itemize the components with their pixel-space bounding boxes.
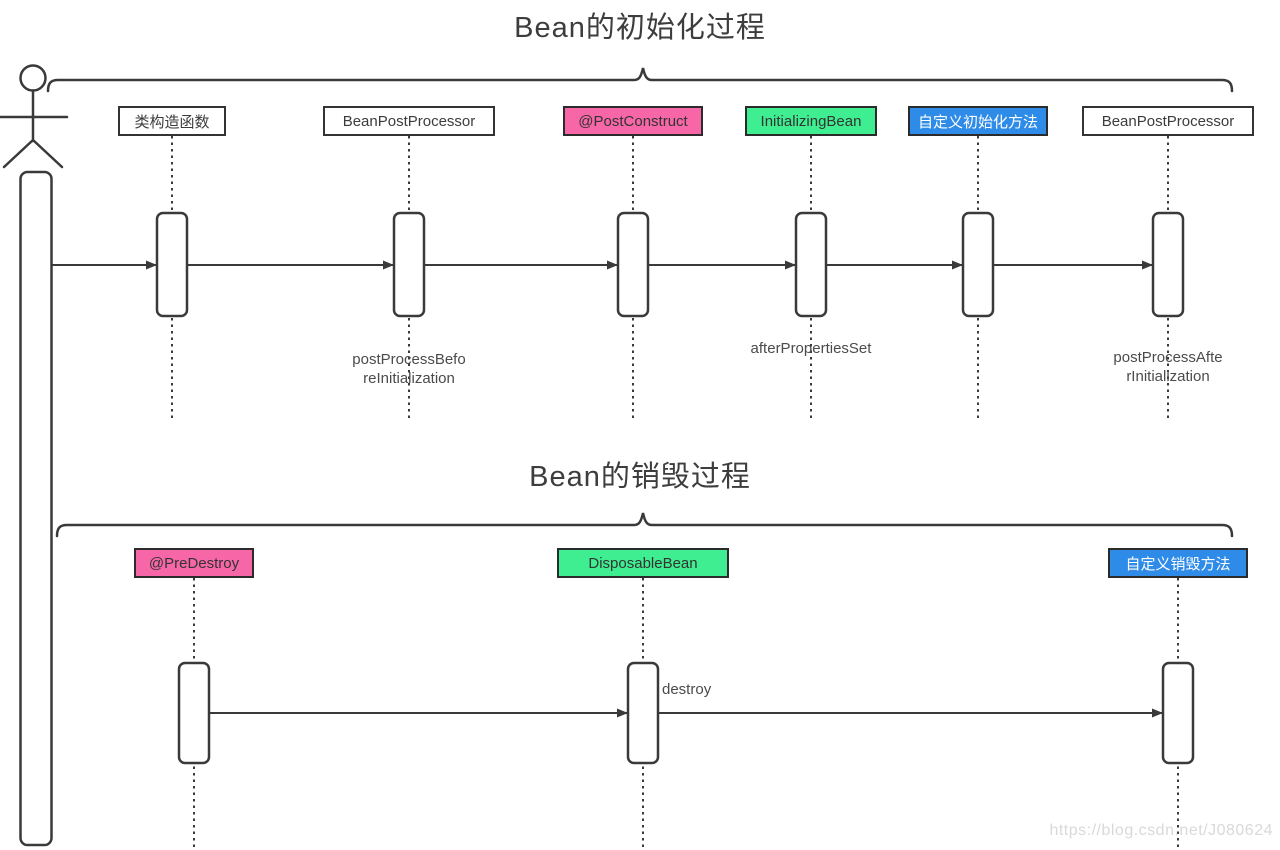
- participant-custom-destroy-method: 自定义销毁方法: [1108, 548, 1248, 578]
- participant-beanpostprocessor-before: BeanPostProcessor: [323, 106, 495, 136]
- participant-predestroy: @PreDestroy: [134, 548, 254, 578]
- message-label-destroy: destroy: [662, 681, 712, 698]
- activation-predestroy: [177, 661, 211, 765]
- activation-custom-init: [961, 211, 995, 318]
- activation-disposablebean: [626, 661, 660, 765]
- message-label-postprocessafterinitialization: postProcessAfte rInitialization: [1113, 349, 1223, 385]
- participant-custom-init-method: 自定义初始化方法: [908, 106, 1048, 136]
- actor-head: [19, 64, 47, 92]
- activation-beanpostprocessor-before: [392, 211, 426, 318]
- participant-disposablebean: DisposableBean: [557, 548, 729, 578]
- csdn-watermark: https://blog.csdn.net/J080624: [1049, 822, 1273, 839]
- activation-class-constructor: [155, 211, 189, 318]
- init-diagram-title: Bean的初始化过程: [514, 12, 766, 44]
- activation-initializingbean: [794, 211, 828, 318]
- activation-custom-destroy: [1161, 661, 1195, 765]
- participant-class-constructor: 类构造函数: [118, 106, 226, 136]
- activation-beanpostprocessor-after: [1151, 211, 1185, 318]
- actor-activation-bar: [19, 170, 53, 847]
- participant-postconstruct: @PostConstruct: [563, 106, 703, 136]
- message-label-postprocessbeforeinitialization: postProcessBefo reInitialization: [352, 351, 466, 387]
- activation-postconstruct: [616, 211, 650, 318]
- actor-figure: [0, 64, 69, 169]
- init-brace: [46, 67, 1234, 93]
- participant-initializingbean: InitializingBean: [745, 106, 877, 136]
- destroy-diagram-title: Bean的销毁过程: [529, 461, 751, 493]
- actor-body: [0, 89, 69, 169]
- destroy-brace: [55, 512, 1234, 538]
- participant-beanpostprocessor-after: BeanPostProcessor: [1082, 106, 1254, 136]
- message-label-afterpropertiesset: afterPropertiesSet: [750, 340, 872, 357]
